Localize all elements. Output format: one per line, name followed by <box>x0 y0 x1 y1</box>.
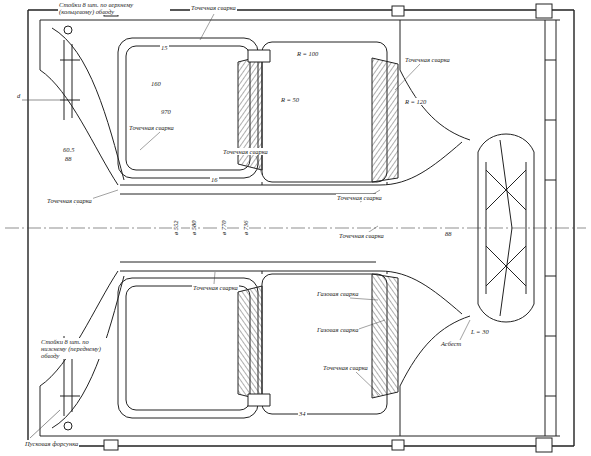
dimension-label: 88 <box>444 230 453 237</box>
dimension-label: 16 <box>210 176 219 183</box>
dimension-label: ø 736 <box>242 219 249 236</box>
callout-label: Точечная сварка <box>336 194 383 201</box>
callout-label: Газовая сварка <box>316 326 359 333</box>
dimension-label: 160 <box>150 80 162 87</box>
dimension-label: 970 <box>160 108 172 115</box>
dimension-label: ø 770 <box>220 219 227 236</box>
dimension-label: L = 30 <box>470 328 490 335</box>
dimension-label: R = 120 <box>404 98 427 105</box>
callout-label: Пусковая форсунка <box>24 440 79 447</box>
callout-label: Точечная сварка <box>222 148 269 155</box>
dimension-label: 60.5 <box>62 146 75 153</box>
callout-label: Стойки 8 шт. по верхнему (кольцевому) об… <box>58 1 170 15</box>
callout-label: Точечная сварка <box>192 284 239 291</box>
dimension-label: R = 50 <box>280 96 300 103</box>
dimension-label: 88 <box>64 155 73 162</box>
callout-label: Точечная сварка <box>322 364 369 371</box>
callout-label: Точечная сварка <box>404 56 451 63</box>
callout-label: Газовая сварка <box>316 290 359 297</box>
callout-label: Точечная сварка <box>128 124 175 131</box>
callout-label: Точечная сварка <box>190 4 237 11</box>
callout-label: Асбест <box>440 340 462 347</box>
dimension-label: ø 580 <box>190 219 197 236</box>
callout-label: Стойки 8 шт. по нижнему (переднему) обво… <box>40 338 112 359</box>
callout-label: Точечная сварка <box>46 197 93 204</box>
dimension-label: R = 100 <box>296 50 319 57</box>
callout-label: d <box>16 92 21 99</box>
callout-label: Точечная сварка <box>338 232 385 239</box>
dimension-label: ø 552 <box>172 219 179 236</box>
dimension-label: 34 <box>298 410 307 417</box>
dimension-label: 15 <box>160 44 169 51</box>
